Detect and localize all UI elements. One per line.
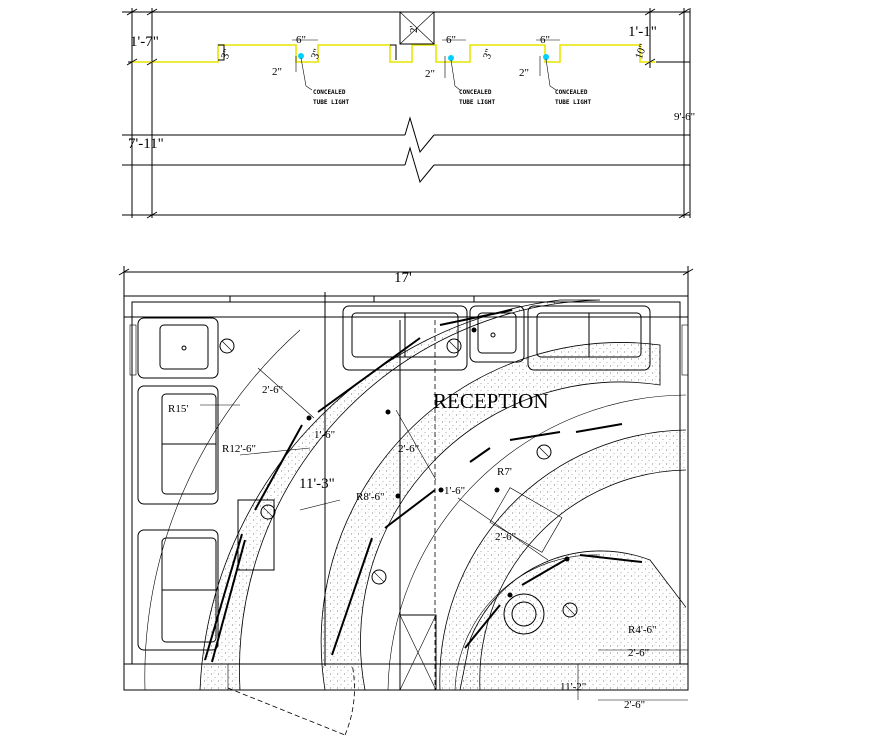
note-tube-light-3: TUBE LIGHT <box>555 99 592 106</box>
dim-right-total: 9'-6" <box>674 111 695 123</box>
dim-gap-1: 2'-6" <box>262 384 283 396</box>
note-tube-light-1: TUBE LIGHT <box>313 99 350 106</box>
dim-two-c: 2" <box>519 67 529 79</box>
note-tube-light-2: TUBE LIGHT <box>459 99 496 106</box>
dim-three-b: 3" <box>481 47 496 61</box>
dim-bottom-b: 2'-6" <box>624 699 645 711</box>
radius-r4: R4'-6" <box>628 624 656 636</box>
tube-light-icon <box>298 53 304 59</box>
dim-six-b: 6" <box>446 34 456 46</box>
dim-total-height: 7'-11" <box>128 136 164 152</box>
dim-right-top: 1'-1" <box>628 24 657 40</box>
reception-plan: 17' <box>118 266 694 736</box>
note-concealed-2: CONCEALED <box>459 89 492 96</box>
note-concealed-1: CONCEALED <box>313 89 346 96</box>
note-concealed-3: CONCEALED <box>555 89 588 96</box>
radius-r7: R7' <box>497 466 512 478</box>
dim-left-top: 1'-7" <box>130 34 159 50</box>
dim-depth: 11'-3" <box>299 476 335 492</box>
dim-small-top: 2' <box>408 26 420 34</box>
dim-band-1: 1'-6" <box>314 429 335 441</box>
dim-band-2: 1'-6" <box>444 485 465 497</box>
radius-r8: R8'-6" <box>356 491 384 503</box>
room-label: RECEPTION <box>433 389 549 413</box>
dim-six-c: 6" <box>540 34 550 46</box>
dim-bottom-c: 11'-2" <box>560 681 586 693</box>
tube-light-icon <box>448 55 454 61</box>
dim-bottom-a: 2'-6" <box>628 647 649 659</box>
ceiling-section: 1'-7" 1'-1" 7'-11" 9'-6" 2' 6" 6" 6" 2" … <box>122 8 695 219</box>
downlight-icon <box>219 338 578 618</box>
dim-three-c: 3" <box>309 47 324 61</box>
tube-light-icon <box>543 54 549 60</box>
dim-three-a: 3" <box>219 47 234 61</box>
dim-ten-right: 10" <box>633 42 650 61</box>
radius-r15: R15' <box>168 403 188 415</box>
radius-r12: R12'-6" <box>222 443 256 455</box>
dim-overall-width: 17' <box>394 270 412 286</box>
dim-two-a: 2" <box>272 66 282 78</box>
dim-six-a: 6" <box>296 34 306 46</box>
dim-gap-2: 2'-6" <box>398 443 419 455</box>
dim-two-b: 2" <box>425 68 435 80</box>
dim-gap-3: 2'-6" <box>495 531 516 543</box>
